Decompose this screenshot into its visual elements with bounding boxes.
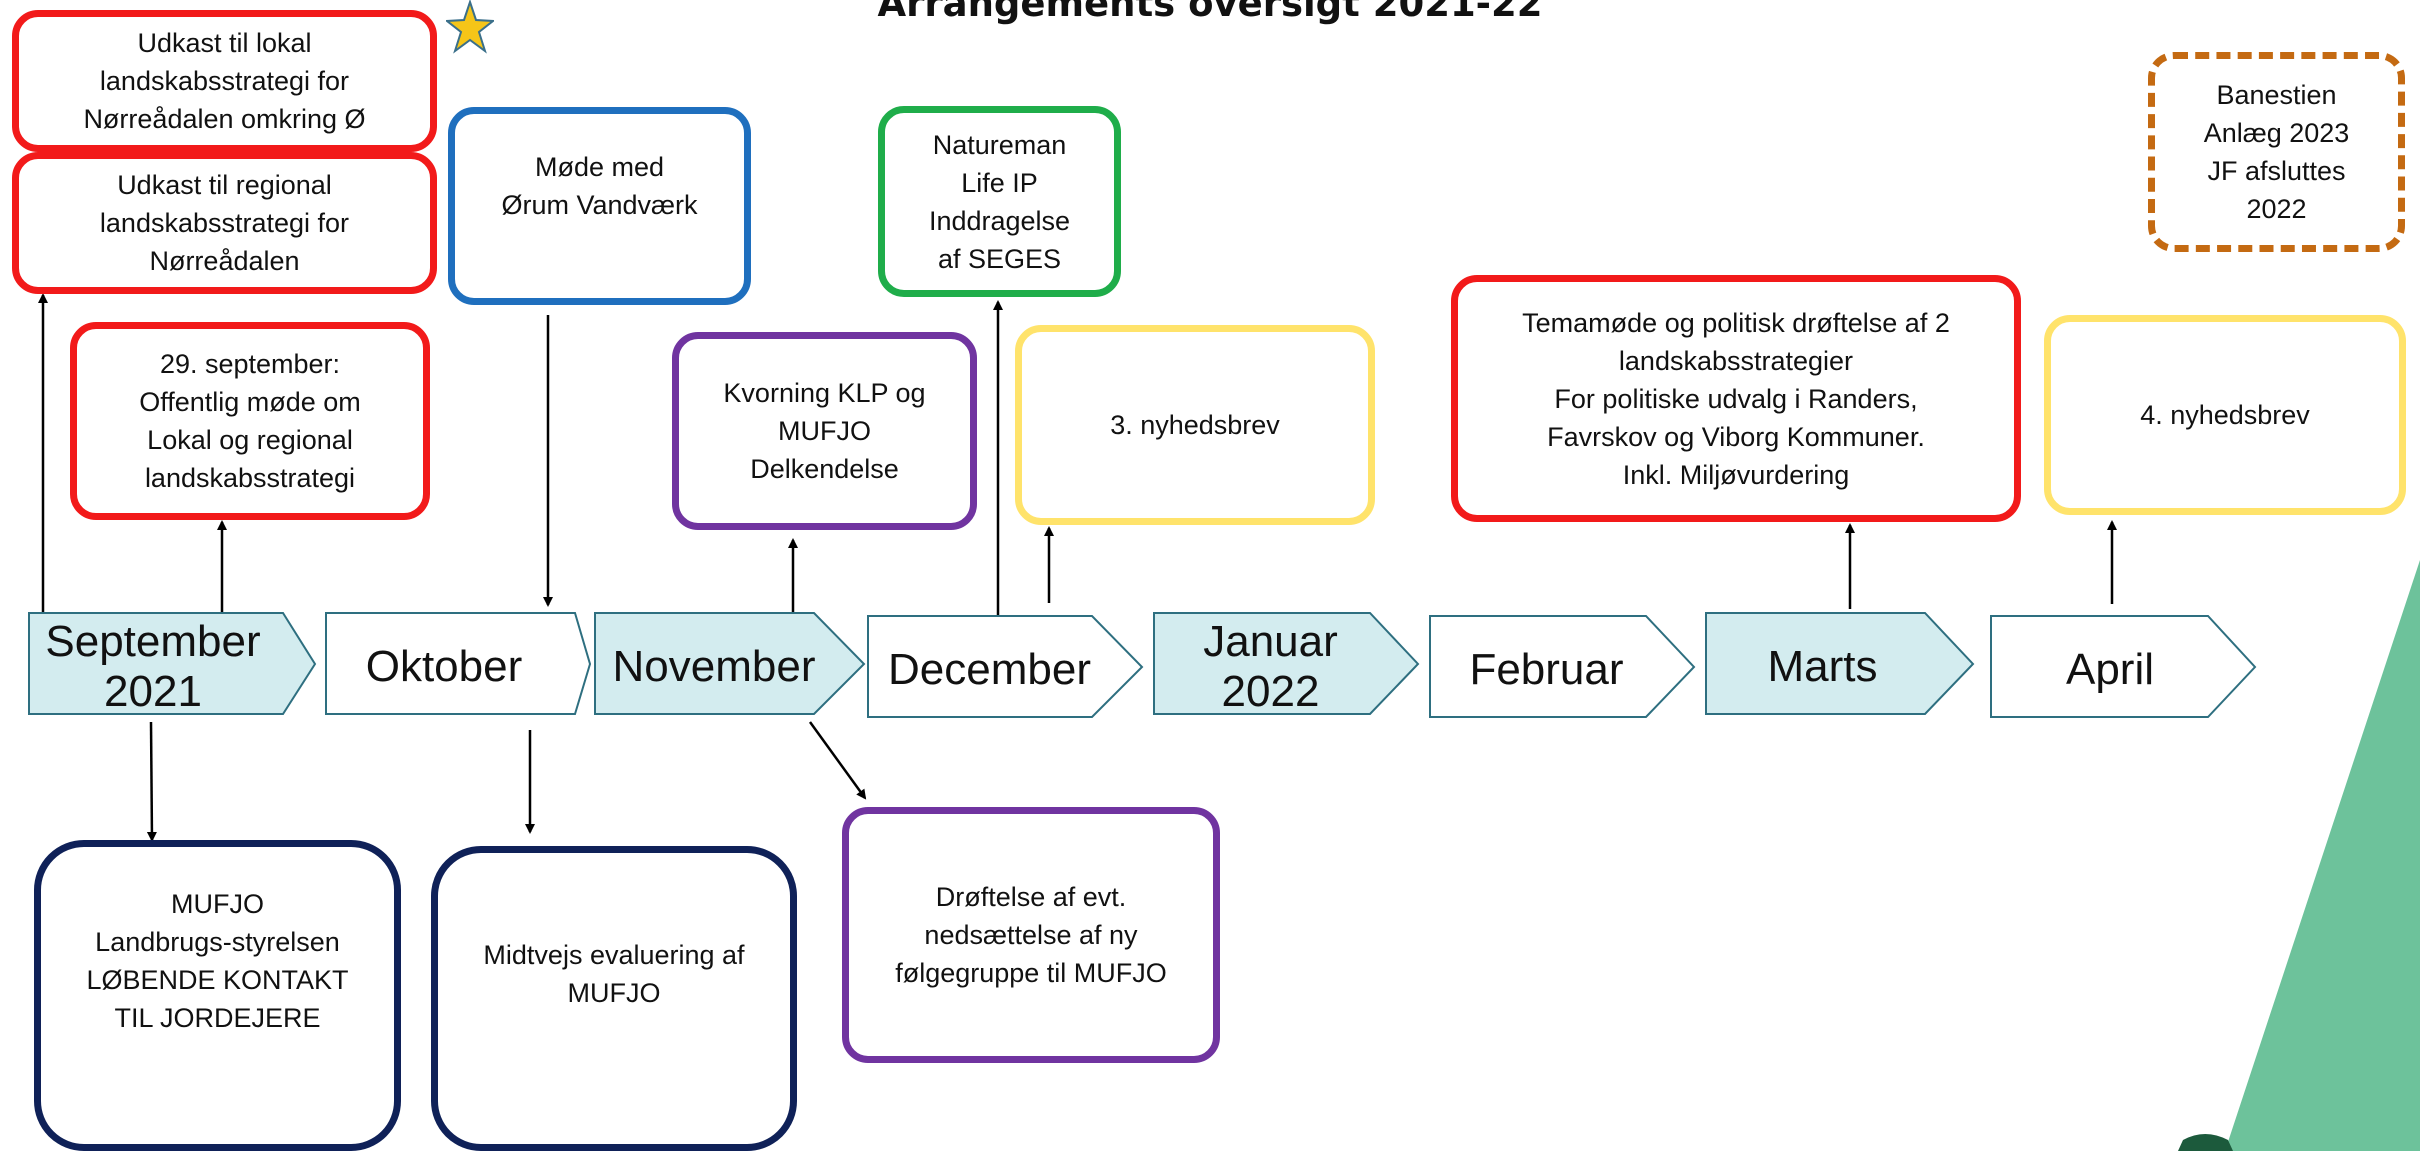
month-chevron-shape xyxy=(594,612,866,715)
month-label: April xyxy=(2065,645,2155,694)
box-regional-strategi: Udkast til regional landskabsstrategi fo… xyxy=(12,152,437,294)
box-mufjo-kontakt: MUFJO Landbrugs-styrelsen LØBENDE KONTAK… xyxy=(34,840,401,1151)
box-text: Kvorning KLP og MUFJO Delkendelse xyxy=(723,378,926,484)
month-chevron-shape xyxy=(28,612,317,715)
box-natureman: Natureman Life IP Inddragelse af SEGES xyxy=(878,106,1121,297)
box-text: 29. september: Offentlig møde om Lokal o… xyxy=(139,349,361,493)
month-label: November xyxy=(612,642,816,691)
month-februar: Februar xyxy=(1429,615,1729,725)
month-september: September 2021 xyxy=(28,612,328,722)
month-april: April xyxy=(1990,615,2290,725)
box-text: MUFJO Landbrugs-styrelsen LØBENDE KONTAK… xyxy=(86,888,349,1033)
box-nyhedsbrev-3: 3. nyhedsbrev xyxy=(1015,325,1375,525)
box-nyhedsbrev-4: 4. nyhedsbrev xyxy=(2044,315,2406,515)
month-label: September 2021 xyxy=(45,617,261,716)
box-banestien: Banestien Anlæg 2023 JF afsluttes 2022 xyxy=(2148,52,2405,252)
star-icon xyxy=(446,0,494,54)
month-december: December xyxy=(867,615,1167,725)
box-text: Møde med Ørum Vandværk xyxy=(501,152,698,220)
box-mode-vandvaerk: Møde med Ørum Vandværk xyxy=(448,107,751,305)
month-chevron-shape xyxy=(1705,612,1975,715)
month-januar: Januar 2022 xyxy=(1153,612,1453,722)
arrow-to-drofelse xyxy=(808,721,867,800)
box-midtvejs: Midtvejs evaluering af MUFJO xyxy=(431,846,797,1151)
box-text: Drøftelse af evt. nedsættelse af ny følg… xyxy=(895,882,1167,988)
month-november: November xyxy=(594,612,894,722)
box-text: 4. nyhedsbrev xyxy=(2140,400,2310,430)
page-title: Arrangements oversigt 2021-22 xyxy=(877,0,1543,25)
month-marts: Marts xyxy=(1705,612,2005,722)
month-chevron-shape xyxy=(1429,615,1696,718)
box-text: Banestien Anlæg 2023 JF afsluttes 2022 xyxy=(2203,80,2350,224)
box-kvorning: Kvorning KLP og MUFJO Delkendelse xyxy=(672,332,977,530)
box-text: 3. nyhedsbrev xyxy=(1110,410,1280,440)
month-chevron-shape xyxy=(867,615,1144,718)
month-label: Oktober xyxy=(365,642,523,691)
month-label: Marts xyxy=(1767,642,1878,691)
box-text: Natureman Life IP Inddragelse af SEGES xyxy=(928,129,1071,274)
month-label: December xyxy=(888,645,1091,694)
box-offentligt-mode: 29. september: Offentlig møde om Lokal o… xyxy=(70,322,430,520)
box-lokal-strategi: Udkast til lokal landskabsstrategi for N… xyxy=(12,10,437,152)
box-text: Udkast til lokal landskabsstrategi for N… xyxy=(83,28,366,134)
box-temamode: Temamøde og politisk drøftelse af 2 land… xyxy=(1451,275,2021,522)
box-drofelse: Drøftelse af evt. nedsættelse af ny følg… xyxy=(842,807,1220,1063)
month-label: Februar xyxy=(1469,645,1624,694)
box-text: Temamøde og politisk drøftelse af 2 land… xyxy=(1522,307,1950,490)
month-chevron-shape xyxy=(325,612,592,715)
month-chevron-shape xyxy=(1153,612,1420,715)
month-oktober: Oktober xyxy=(325,612,625,722)
month-chevron-shape xyxy=(1990,615,2257,718)
month-label: Januar 2022 xyxy=(1203,617,1338,716)
box-text: Midtvejs evaluering af MUFJO xyxy=(483,939,745,1008)
box-text: Udkast til regional landskabsstrategi fo… xyxy=(99,170,350,276)
arrow-to-mufjo-contact xyxy=(146,721,157,842)
